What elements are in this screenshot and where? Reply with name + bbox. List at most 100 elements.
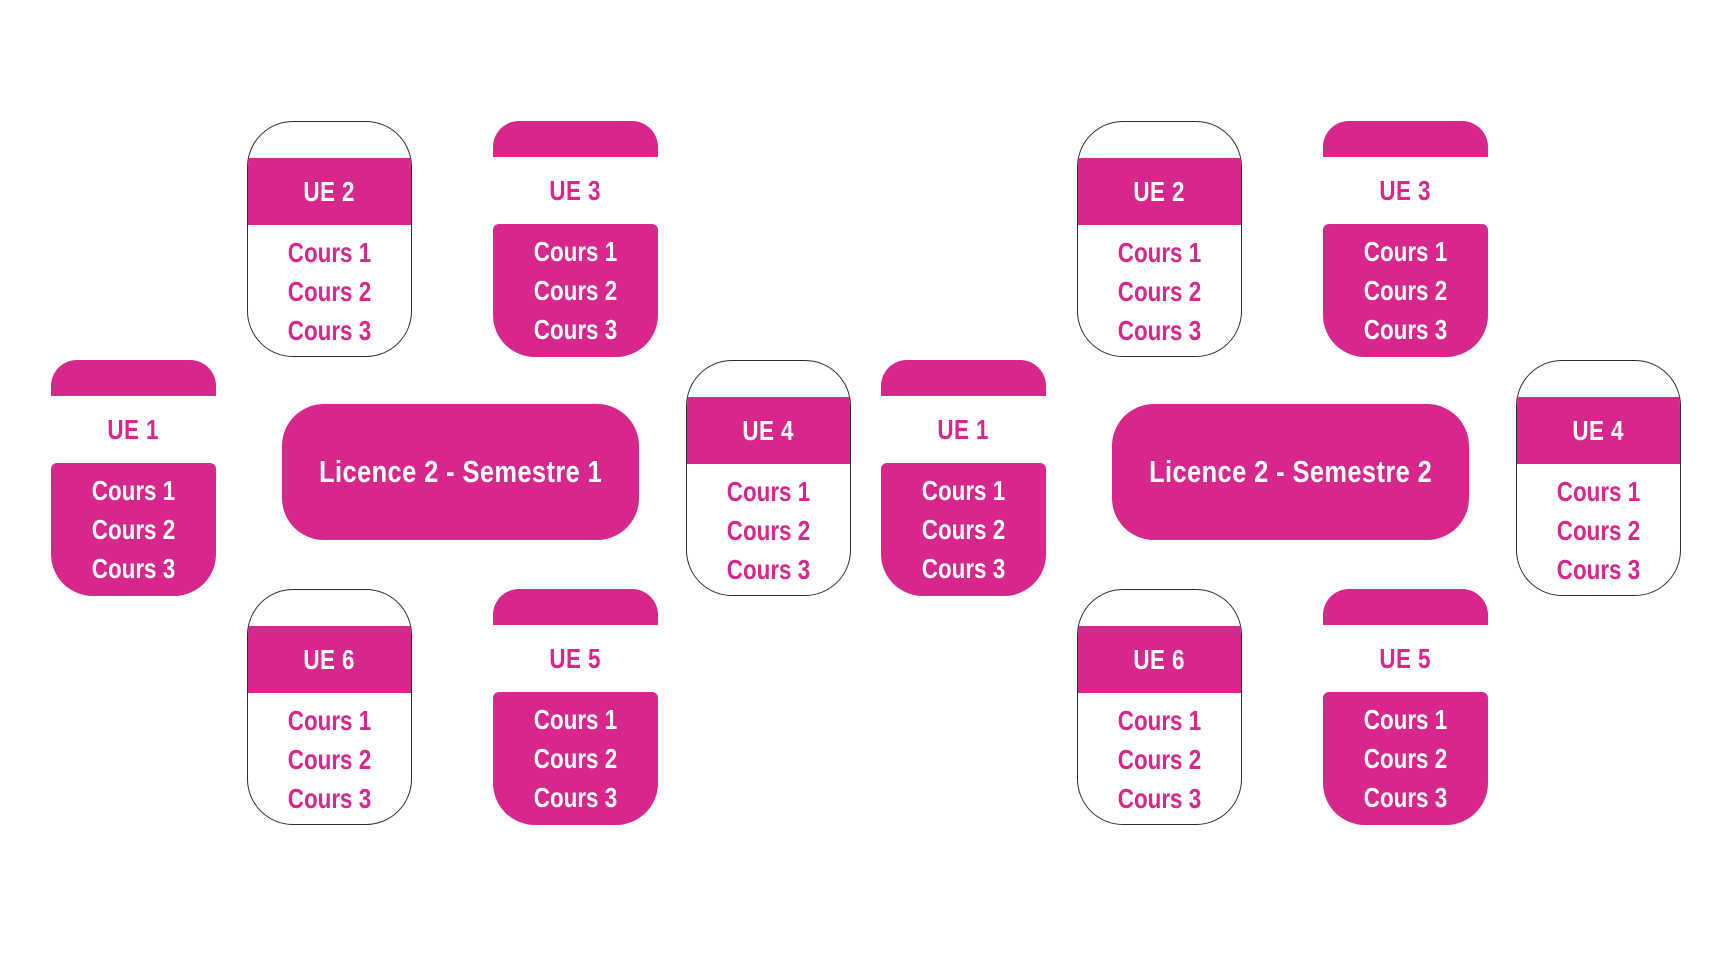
ue-label: UE 3 (549, 174, 602, 206)
course-list: Cours 1 Cours 2 Cours 3 (1078, 225, 1241, 356)
course-item: Cours 2 (533, 275, 618, 306)
course-item: Cours 2 (921, 514, 1006, 545)
course-list: Cours 1 Cours 2 Cours 3 (1078, 693, 1241, 824)
s2-ue1-card: UE 1 Cours 1 Cours 2 Cours 3 (881, 360, 1046, 596)
course-item: Cours 1 (91, 475, 176, 506)
course-item: Cours 2 (91, 514, 176, 545)
course-item: Cours 3 (1363, 314, 1448, 345)
ue-label: UE 1 (937, 413, 990, 445)
card-top-strip (493, 121, 658, 157)
course-list: Cours 1 Cours 2 Cours 3 (1323, 224, 1488, 357)
card-top-strip (1323, 121, 1488, 157)
course-item: Cours 3 (1363, 782, 1448, 813)
course-list: Cours 1 Cours 2 Cours 3 (493, 224, 658, 357)
course-item: Cours 1 (1117, 705, 1202, 736)
course-item: Cours 1 (287, 237, 372, 268)
course-item: Cours 1 (533, 704, 618, 735)
ue-title-band: UE 3 (493, 157, 658, 224)
course-item: Cours 3 (1117, 315, 1202, 346)
card-top-strip (687, 361, 850, 397)
course-item: Cours 2 (287, 744, 372, 775)
card-top-strip (1323, 589, 1488, 625)
course-item: Cours 3 (921, 553, 1006, 584)
course-list: Cours 1 Cours 2 Cours 3 (248, 693, 411, 824)
course-item: Cours 2 (533, 743, 618, 774)
card-top-strip (1078, 590, 1241, 626)
s2-ue6-card: UE 6 Cours 1 Cours 2 Cours 3 (1077, 589, 1242, 825)
course-item: Cours 3 (533, 782, 618, 813)
ue-label: UE 6 (303, 643, 356, 675)
ue-label: UE 2 (1133, 175, 1186, 207)
course-item: Cours 1 (1117, 237, 1202, 268)
ue-label: UE 6 (1133, 643, 1186, 675)
ue-title-band: UE 2 (248, 158, 411, 225)
course-item: Cours 1 (1363, 704, 1448, 735)
course-item: Cours 1 (921, 475, 1006, 506)
course-item: Cours 1 (287, 705, 372, 736)
course-item: Cours 1 (726, 476, 811, 507)
ue-title-band: UE 6 (248, 626, 411, 693)
ue-title-band: UE 1 (881, 396, 1046, 463)
course-list: Cours 1 Cours 2 Cours 3 (1323, 692, 1488, 825)
semester-title: Licence 2 - Semestre 1 (318, 454, 603, 489)
s2-ue4-card: UE 4 Cours 1 Cours 2 Cours 3 (1516, 360, 1681, 596)
course-item: Cours 3 (533, 314, 618, 345)
s2-ue5-card: UE 5 Cours 1 Cours 2 Cours 3 (1323, 589, 1488, 825)
course-item: Cours 2 (1117, 744, 1202, 775)
card-top-strip (493, 589, 658, 625)
course-list: Cours 1 Cours 2 Cours 3 (248, 225, 411, 356)
course-list: Cours 1 Cours 2 Cours 3 (1517, 464, 1680, 595)
course-item: Cours 3 (1556, 554, 1641, 585)
semester-title: Licence 2 - Semestre 2 (1148, 454, 1433, 489)
course-item: Cours 3 (287, 783, 372, 814)
course-list: Cours 1 Cours 2 Cours 3 (51, 463, 216, 596)
ue-label: UE 5 (549, 642, 602, 674)
s1-ue5-card: UE 5 Cours 1 Cours 2 Cours 3 (493, 589, 658, 825)
s1-ue6-card: UE 6 Cours 1 Cours 2 Cours 3 (247, 589, 412, 825)
card-top-strip (51, 360, 216, 396)
card-top-strip (1517, 361, 1680, 397)
course-list: Cours 1 Cours 2 Cours 3 (881, 463, 1046, 596)
ue-title-band: UE 6 (1078, 626, 1241, 693)
course-item: Cours 3 (1117, 783, 1202, 814)
semester-node: Licence 2 - Semestre 1 (282, 404, 639, 540)
course-list: Cours 1 Cours 2 Cours 3 (687, 464, 850, 595)
card-top-strip (1078, 122, 1241, 158)
course-item: Cours 2 (287, 276, 372, 307)
ue-title-band: UE 5 (493, 625, 658, 692)
course-list: Cours 1 Cours 2 Cours 3 (493, 692, 658, 825)
ue-label: UE 1 (107, 413, 160, 445)
s1-ue3-card: UE 3 Cours 1 Cours 2 Cours 3 (493, 121, 658, 357)
ue-title-band: UE 5 (1323, 625, 1488, 692)
course-item: Cours 2 (1363, 275, 1448, 306)
course-item: Cours 3 (726, 554, 811, 585)
ue-label: UE 4 (1572, 414, 1625, 446)
ue-label: UE 5 (1379, 642, 1432, 674)
course-item: Cours 2 (1363, 743, 1448, 774)
course-item: Cours 2 (726, 515, 811, 546)
s2-ue3-card: UE 3 Cours 1 Cours 2 Cours 3 (1323, 121, 1488, 357)
card-top-strip (248, 122, 411, 158)
semester-1-group: UE 2 Cours 1 Cours 2 Cours 3 UE 3 Cours … (51, 121, 851, 825)
ue-title-band: UE 4 (687, 397, 850, 464)
s1-ue4-card: UE 4 Cours 1 Cours 2 Cours 3 (686, 360, 851, 596)
ue-title-band: UE 3 (1323, 157, 1488, 224)
semester-2-group: UE 2 Cours 1 Cours 2 Cours 3 UE 3 Cours … (830, 0, 1692, 963)
ue-title-band: UE 2 (1078, 158, 1241, 225)
s1-ue1-card: UE 1 Cours 1 Cours 2 Cours 3 (51, 360, 216, 596)
ue-label: UE 3 (1379, 174, 1432, 206)
card-top-strip (248, 590, 411, 626)
course-item: Cours 1 (533, 236, 618, 267)
s2-ue2-card: UE 2 Cours 1 Cours 2 Cours 3 (1077, 121, 1242, 357)
ue-label: UE 4 (742, 414, 795, 446)
ue-title-band: UE 4 (1517, 397, 1680, 464)
course-item: Cours 1 (1556, 476, 1641, 507)
semester-node: Licence 2 - Semestre 2 (1112, 404, 1469, 540)
course-item: Cours 3 (91, 553, 176, 584)
s1-ue2-card: UE 2 Cours 1 Cours 2 Cours 3 (247, 121, 412, 357)
ue-title-band: UE 1 (51, 396, 216, 463)
ue-label: UE 2 (303, 175, 356, 207)
course-item: Cours 2 (1556, 515, 1641, 546)
card-top-strip (881, 360, 1046, 396)
course-item: Cours 3 (287, 315, 372, 346)
